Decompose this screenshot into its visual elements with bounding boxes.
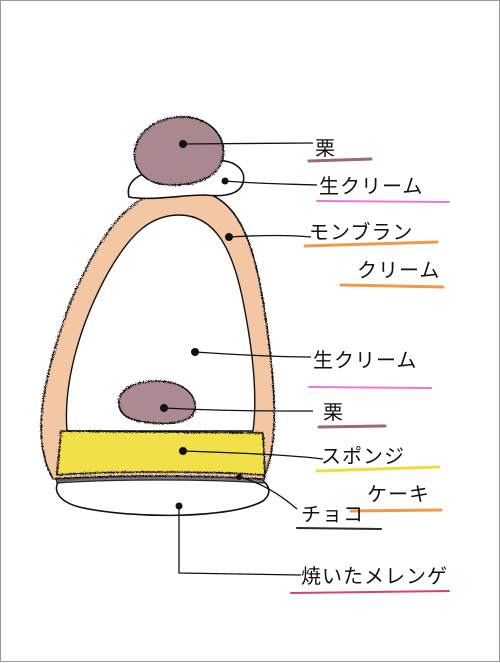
underline-chestnut-top: [307, 157, 373, 163]
leader-line-sponge: [182, 450, 324, 460]
label-chestnut-top: 栗: [315, 136, 336, 160]
underline-sponge-2: [349, 508, 443, 513]
leader-line-montblanc: [228, 234, 312, 238]
label-montblanc-1: モンブラン: [309, 220, 413, 244]
sponge-cake-layer: [56, 430, 266, 476]
leader-line-fresh-cream-top: [224, 180, 318, 186]
underline-sponge: [315, 465, 441, 473]
label-sponge-2: ケーキ: [367, 482, 430, 506]
label-meringue: 焼いたメレンゲ: [301, 564, 448, 588]
label-sponge-1: スポンジ: [321, 444, 405, 468]
label-chocolate: チョコ: [301, 502, 364, 526]
label-fresh-cream-inner: 生クリーム: [313, 348, 417, 372]
underline-fresh-cream-inner: [308, 386, 432, 389]
meringue-base: [55, 475, 270, 517]
label-chestnut-inner: 栗: [323, 400, 344, 424]
chestnut-top: [133, 116, 225, 186]
leader-line-fresh-cream-inner: [194, 351, 312, 358]
leader-line-chocolate: [238, 476, 298, 510]
leader-line-meringue: [178, 506, 302, 576]
underline-montblanc-1: [303, 240, 439, 248]
label-fresh-cream-top: 生クリーム: [319, 174, 423, 198]
leader-line-chestnut-top: [182, 142, 314, 145]
underline-chocolate: [296, 527, 382, 530]
fresh-cream-inner-area: [65, 214, 256, 432]
chestnut-inner: [118, 380, 196, 425]
leader-line-chestnut-inner: [163, 407, 314, 412]
label-montblanc-2: クリーム: [357, 258, 440, 282]
leader-lines: [163, 142, 324, 576]
underline-fresh-cream-top: [316, 200, 450, 203]
underline-meringue: [290, 590, 450, 594]
label-underlines: [290, 157, 450, 594]
underline-montblanc-2: [339, 283, 445, 289]
underline-chestnut-inner: [317, 424, 387, 429]
